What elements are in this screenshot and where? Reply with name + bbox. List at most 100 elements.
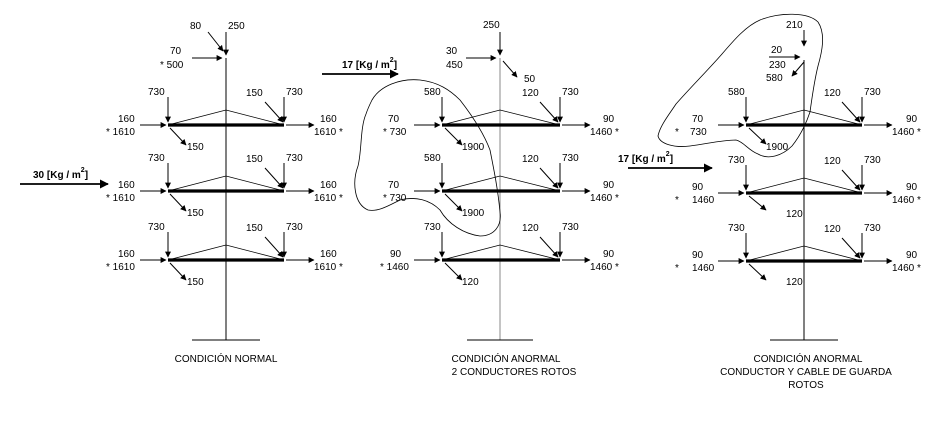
crossarm-row-2: 90 * 1460 730 120 120 730 90 1460 * [675,155,921,220]
down-load: 150 [187,142,204,153]
left-load: 70 [388,180,400,191]
top-load-250: 250 [228,21,245,32]
arrow-top-diagonal [791,61,805,77]
down-load: 120 [786,209,803,220]
right-load: 90 [603,249,615,260]
left-load-star: * 730 [383,193,407,204]
right-load-star: 1460 * [590,193,619,204]
arrow-top-diagonal [502,60,518,78]
cloud-outline [354,79,501,237]
right-load: 160 [320,249,337,260]
right-load: 160 [320,114,337,125]
caption-line-3: ROTOS [788,380,824,391]
right-diag-load: 150 [246,88,263,99]
right-top-load: 730 [864,87,881,98]
right-load: 90 [906,182,918,193]
panel-conductor-and-guard-broken: 210 20 230 580 17 [Kg / m2] 70 * 730 580… [618,13,921,391]
right-load-star: 1460 * [892,127,921,138]
crossarm-row-1: 70 * 730 580 1900 120 730 90 1460 * [675,87,921,153]
down-load: 1900 [462,208,485,219]
right-load-star: 1610 * [314,193,343,204]
left-load-star: * 1460 [380,262,409,273]
right-diag-load: 150 [246,223,263,234]
crossarm-row-1: 70 * 730 580 1900 120 730 90 1460 * [383,87,619,153]
top-load-50: 50 [524,74,536,85]
right-load-star: 1460 * [892,195,921,206]
down-load: 120 [462,277,479,288]
panel-two-conductors-broken: 250 30 450 50 17 [Kg / m2] 70 * 730 580 … [322,20,619,378]
crossarm-row-2: 160 * 1610 730 150 150 730 160 1610 * [106,153,343,219]
left-load-value: 730 [690,127,707,138]
right-load: 90 [603,114,615,125]
left-top-load: 580 [424,87,441,98]
left-top-load: 730 [148,87,165,98]
left-load-value: 1460 [692,195,715,206]
wind-label: 17 [Kg / m2] [618,151,673,165]
top-load-70: 70 [170,46,182,57]
right-top-load: 730 [286,153,303,164]
panel-normal: 250 80 70 * 500 30 [Kg / m2] 160 * 1610 … [20,21,343,365]
left-top-load: 730 [148,153,165,164]
crossarm-row-1: 160 * 1610 730 150 150 730 160 1610 * [106,87,343,153]
top-load-230: 230 [769,60,786,71]
right-load: 90 [603,180,615,191]
left-load: 160 [118,249,135,260]
top-load-250: 250 [483,20,500,31]
left-load-star: * 730 [383,127,407,138]
top-load-80: 80 [190,21,202,32]
left-load-star: * [675,127,679,138]
right-load: 160 [320,180,337,191]
left-load: 90 [692,250,704,261]
right-load-star: 1460 * [590,262,619,273]
left-load-star: * 1610 [106,262,135,273]
crossarm-row-2: 70 * 730 580 1900 120 730 90 1460 * [383,153,619,219]
right-load-star: 1460 * [892,263,921,274]
right-diag-load: 120 [824,88,841,99]
right-diag-load: 120 [824,156,841,167]
right-top-load: 730 [562,222,579,233]
cloud-outline [657,13,823,158]
right-top-load: 730 [286,222,303,233]
caption-line-1: CONDICIÓN NORMAL [175,352,278,365]
left-load: 160 [118,180,135,191]
right-load-star: 1460 * [590,127,619,138]
left-load-star: * 1610 [106,193,135,204]
left-top-load: 730 [728,223,745,234]
right-top-load: 730 [562,153,579,164]
down-load: 150 [187,208,204,219]
down-load: 1900 [462,142,485,153]
left-load-star: * [675,263,679,274]
top-load-580: 580 [766,73,783,84]
crossarm-row-3: 90 * 1460 730 120 120 730 90 1460 * [675,223,921,288]
left-top-load: 730 [728,155,745,166]
left-load: 70 [388,114,400,125]
right-load-star: 1610 * [314,127,343,138]
wind-label: 30 [Kg / m2] [33,167,88,181]
caption-line-2: CONDUCTOR Y CABLE DE GUARDA [720,367,892,378]
down-load: 1900 [766,142,789,153]
left-load: 90 [390,249,402,260]
right-diag-load: 120 [522,154,539,165]
left-top-load: 580 [424,153,441,164]
left-load-star: * 1610 [106,127,135,138]
right-top-load: 730 [562,87,579,98]
left-top-load: 730 [148,222,165,233]
left-load-star: * [675,195,679,206]
arrow-top-diagonal [207,31,224,52]
right-top-load: 730 [864,155,881,166]
right-diag-load: 120 [522,88,539,99]
caption-line-1: CONDICIÓN ANORMAL [754,352,863,365]
right-top-load: 730 [864,223,881,234]
down-load: 150 [187,277,204,288]
down-load: 120 [786,277,803,288]
left-load: 70 [692,114,704,125]
right-top-load: 730 [286,87,303,98]
caption-line-2: 2 CONDUCTORES ROTOS [452,367,577,378]
left-load: 160 [118,114,135,125]
crossarm-row-3: 90 * 1460 730 120 120 730 90 1460 * [380,222,619,288]
top-load-30: 30 [446,46,458,57]
wind-label: 17 [Kg / m2] [342,57,397,71]
right-diag-load: 150 [246,154,263,165]
left-load: 90 [692,182,704,193]
